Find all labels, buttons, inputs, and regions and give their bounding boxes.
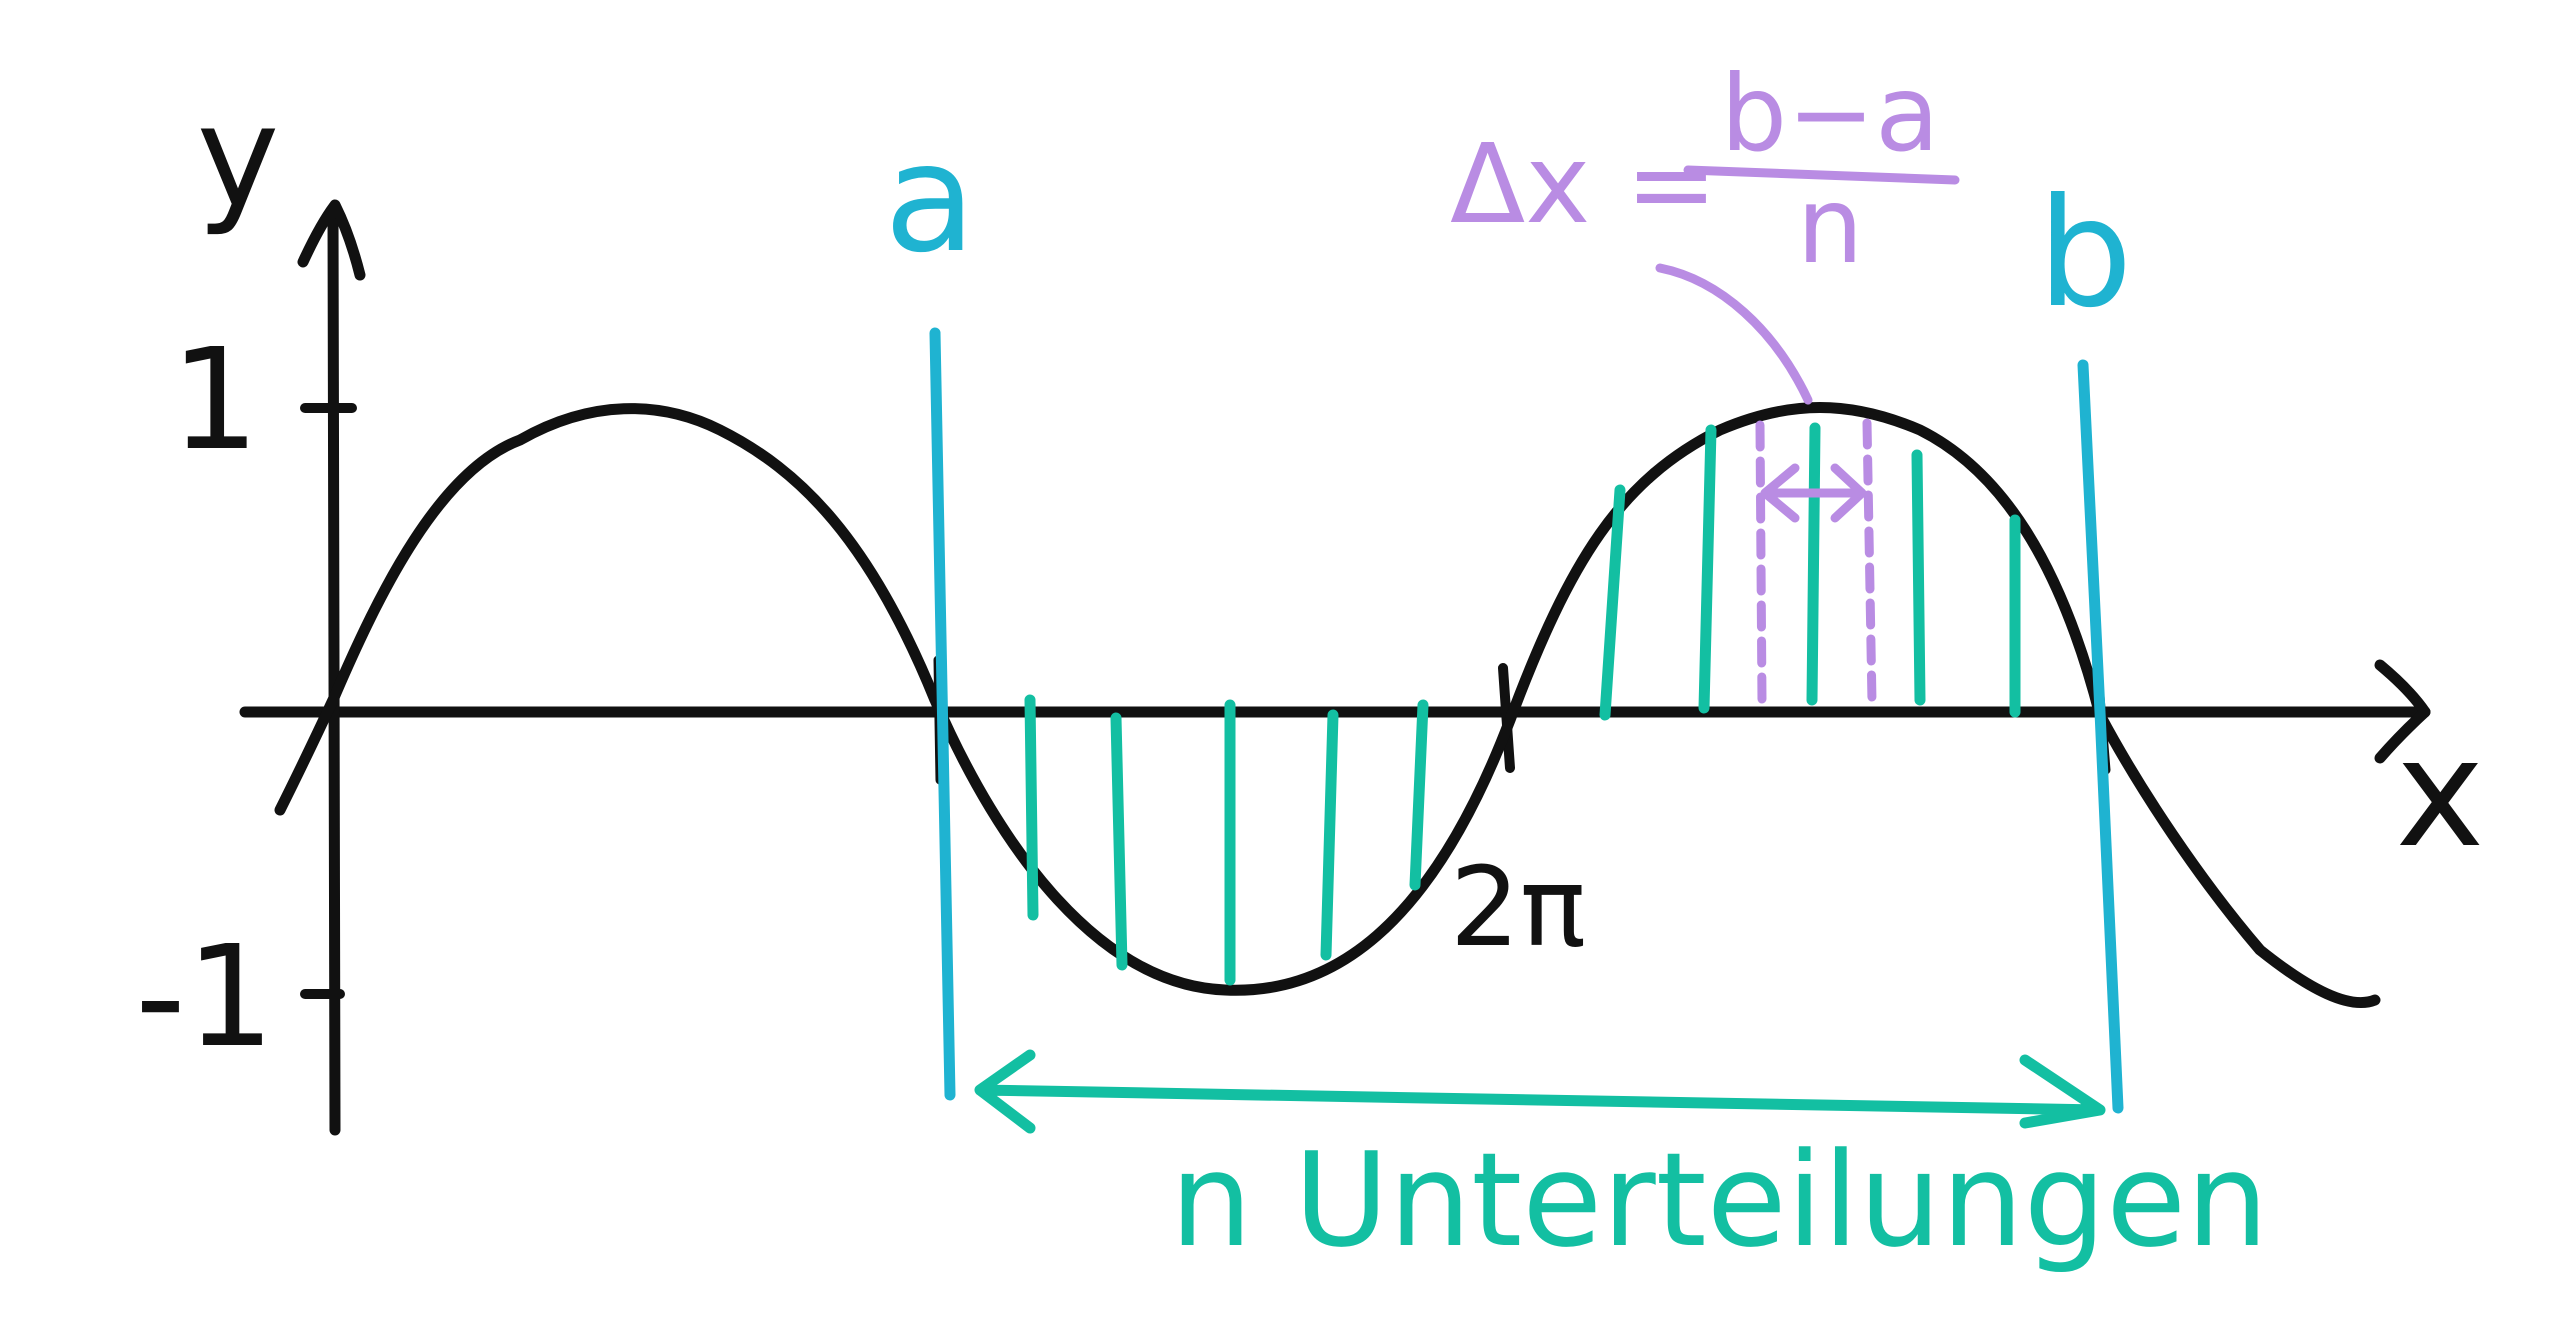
bound-b-label: b <box>2037 167 2132 341</box>
subdivision-line <box>1806 422 1821 706</box>
delta-x-numerator: b−a <box>1721 53 1940 175</box>
x-axis-label: x <box>2396 707 2485 881</box>
tick-label-neg-one: -1 <box>135 916 275 1079</box>
subdivision-line <box>1599 484 1626 721</box>
sine-curve <box>274 402 2381 1009</box>
bound-b-line <box>2077 359 2124 1114</box>
span-arrow-icon <box>974 1049 2106 1134</box>
subdivision-line <box>1024 694 1039 921</box>
delta-x-dashed-right <box>1862 418 1877 707</box>
delta-x-markers <box>1655 263 1877 707</box>
subdivision-line <box>1110 712 1128 971</box>
subdivision-lines <box>1024 422 2021 986</box>
delta-x-dashed-left <box>1755 420 1767 707</box>
subdivision-note: n Unterteilungen <box>1170 1124 2269 1276</box>
x-axis-arrowhead <box>2374 659 2431 764</box>
subdivision-line <box>1409 699 1429 891</box>
delta-x-pointer <box>1655 263 1813 405</box>
subdivision-line <box>1911 449 1926 706</box>
delta-x-formula: Δx = b−a n <box>1450 53 1960 287</box>
delta-x-fraction-bar <box>1683 165 1960 185</box>
delta-x-arrow-icon <box>1760 463 1867 523</box>
bounds: a b <box>884 112 2133 1114</box>
tick-label-pos-one: 1 <box>170 319 259 482</box>
subdivision-span: n Unterteilungen <box>974 1049 2269 1276</box>
delta-x-denominator: n <box>1797 165 1864 287</box>
tick-label-two-pi: 2π <box>1450 843 1586 971</box>
bound-a-line <box>929 327 956 1101</box>
bound-a-label: a <box>884 112 976 286</box>
axis-labels: y x 1 -1 2π <box>135 76 2484 1079</box>
y-axis <box>327 204 341 1136</box>
y-axis-label: y <box>197 76 280 239</box>
y-axis-arrowhead <box>297 199 366 281</box>
subdivision-line <box>1698 424 1717 714</box>
subdivision-line <box>1320 709 1339 961</box>
delta-x-lhs: Δx = <box>1450 120 1717 248</box>
